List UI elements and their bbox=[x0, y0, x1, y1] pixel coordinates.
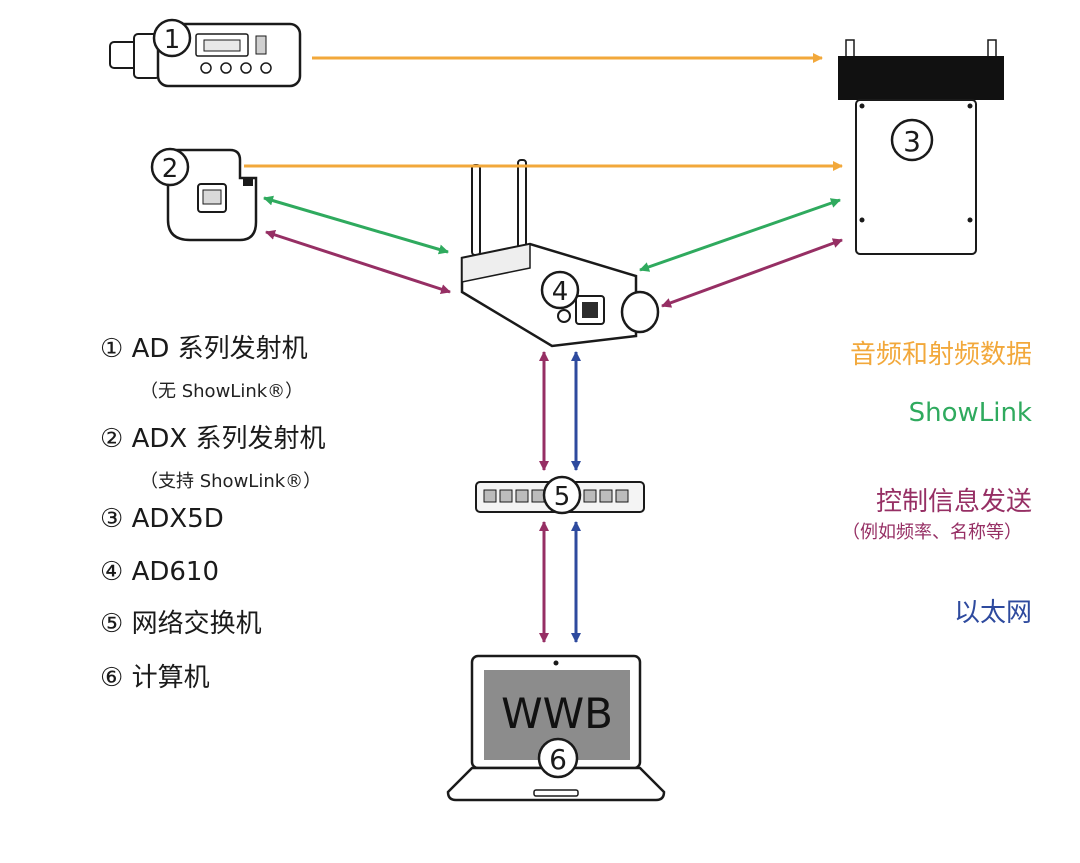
control-arrow-2-4 bbox=[265, 230, 451, 294]
legend-item-adx-transmitter: ② ADX 系列发射机 bbox=[100, 424, 326, 454]
legend-item-computer: ⑥ 计算机 bbox=[100, 663, 210, 693]
control-arrow-4-3 bbox=[661, 238, 843, 308]
badge-1-text: 1 bbox=[164, 25, 181, 55]
key-audio-rf: 音频和射频数据 bbox=[849, 340, 1032, 370]
audio-rf-arrows bbox=[244, 53, 843, 171]
control-arrows bbox=[265, 230, 843, 643]
adx5d-receiver-device bbox=[838, 39, 1004, 255]
badge-4-text: 4 bbox=[552, 277, 569, 307]
key-showlink: ShowLink bbox=[908, 398, 1032, 428]
number-badge-2: 2 bbox=[150, 147, 190, 187]
badge-3-text: 3 bbox=[903, 125, 921, 158]
ad-transmitter-device bbox=[109, 22, 302, 88]
showlink-arrow-4-3 bbox=[639, 198, 841, 272]
legend-item-ad610: ④ AD610 bbox=[100, 557, 220, 587]
legend-item-network-switch: ⑤ 网络交换机 bbox=[100, 609, 262, 639]
number-badge-3: 3 bbox=[890, 118, 934, 162]
badge-2-text: 2 bbox=[162, 154, 179, 184]
number-badge-4: 4 bbox=[540, 270, 580, 310]
laptop-device: WWB bbox=[446, 654, 666, 802]
badge-5-text: 5 bbox=[554, 482, 571, 512]
number-badge-5: 5 bbox=[542, 475, 582, 515]
legend-item-ad-transmitter: ① AD 系列发射机 bbox=[100, 334, 308, 364]
ad610-device bbox=[460, 159, 660, 348]
laptop-screen-text: WWB bbox=[501, 689, 613, 738]
legend-item-adx5d: ③ ADX5D bbox=[100, 504, 224, 534]
legend-sub-adx-transmitter: （支持 ShowLink®） bbox=[140, 471, 322, 492]
legend-sub-ad-transmitter: （无 ShowLink®） bbox=[140, 381, 304, 402]
adx-bodypack-device bbox=[166, 148, 258, 242]
key-control-sub: （例如频率、名称等） bbox=[842, 522, 1022, 543]
showlink-arrow-2-4 bbox=[263, 195, 449, 255]
key-control: 控制信息发送 bbox=[875, 487, 1032, 517]
key-ethernet: 以太网 bbox=[953, 598, 1032, 628]
badge-6-text: 6 bbox=[549, 743, 567, 776]
number-badge-6: 6 bbox=[537, 737, 579, 779]
number-badge-1: 1 bbox=[152, 18, 192, 58]
